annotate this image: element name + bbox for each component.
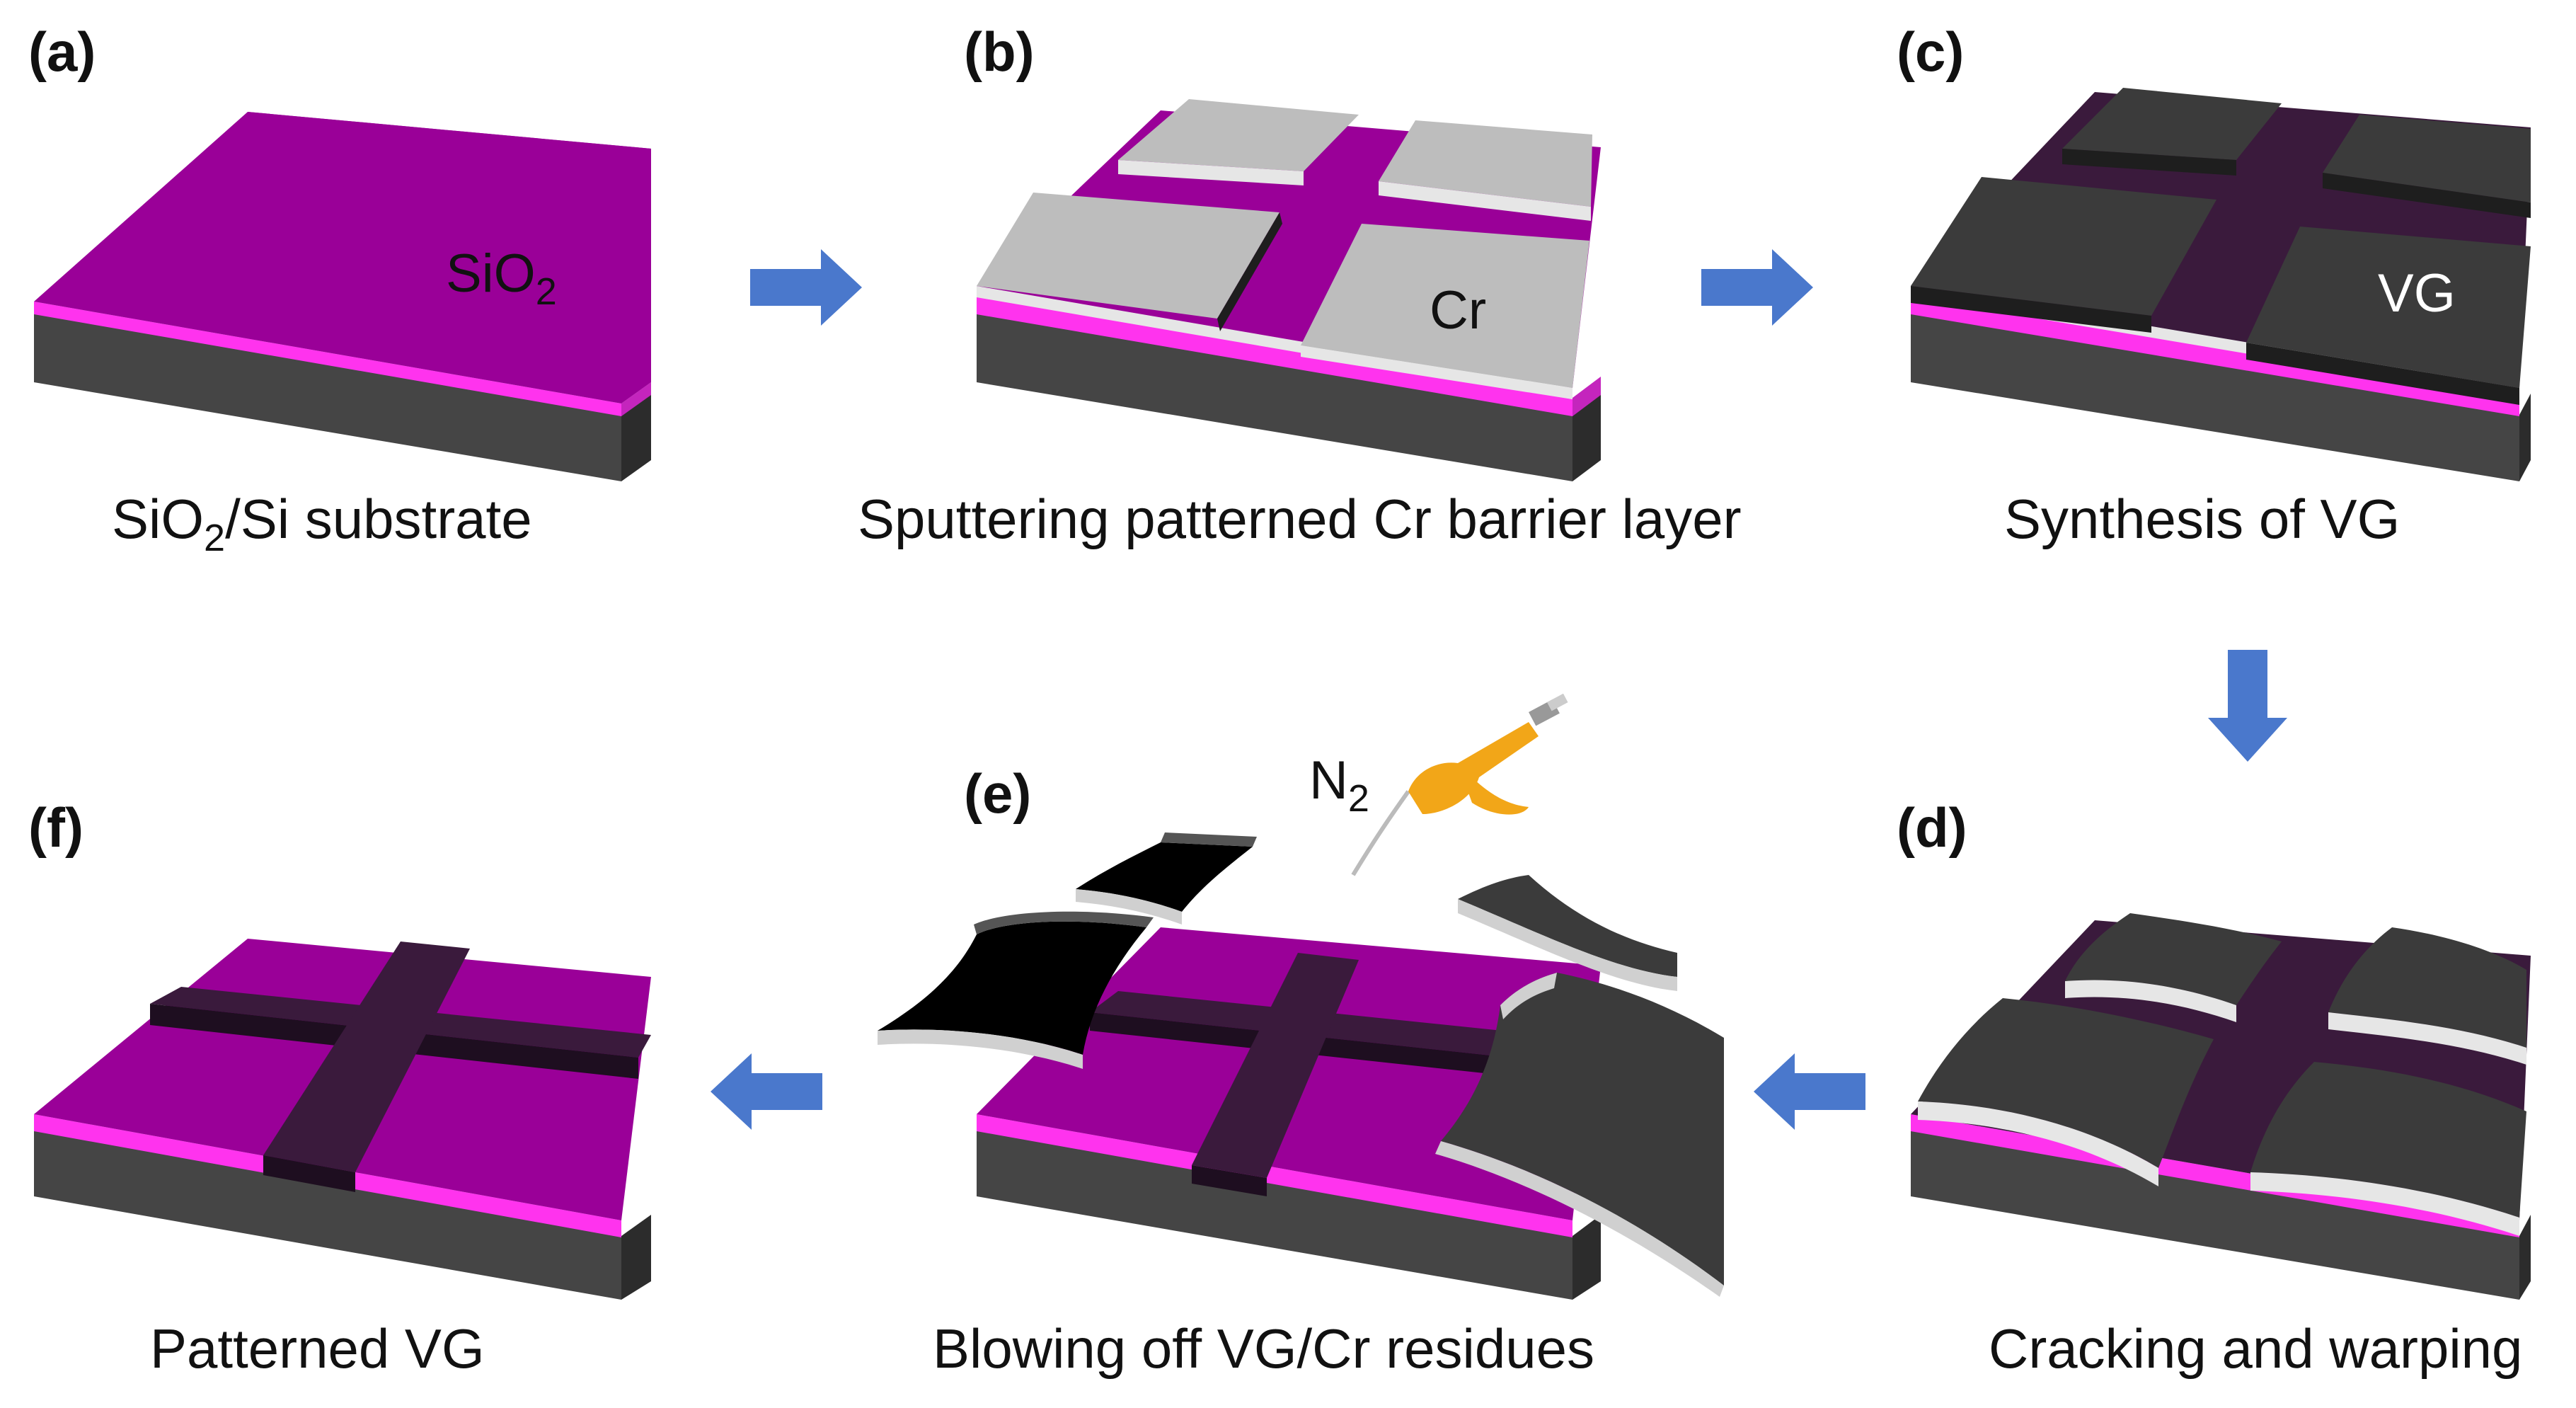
si-layer-front <box>977 1130 1572 1300</box>
flying-residue-left <box>878 921 1146 1055</box>
caption-f: Patterned VG <box>150 1317 485 1380</box>
gas-label-n2: N2 <box>1309 750 1369 820</box>
flying-residue-front-right <box>1441 973 1724 1286</box>
panel-a: SiO2 (a) SiO2/Si substrate <box>28 21 651 559</box>
panel-tag-f: (f) <box>28 796 84 859</box>
sio2-edge-side <box>621 382 651 416</box>
panel-tag-e: (e) <box>964 762 1031 825</box>
material-label-sio2: SiO2 <box>446 244 557 313</box>
vg-pad-front-left <box>1911 177 2216 316</box>
panel-c: VG (c) Synthesis of VG <box>1897 21 2531 550</box>
arrow-right-icon <box>1701 249 1813 326</box>
warped-vg-pad-back-right <box>2328 927 2526 1048</box>
panel-d: (d) Cracking and warping <box>1897 796 2531 1380</box>
caption-a: SiO2/Si substrate <box>112 488 532 559</box>
caption-d: Cracking and warping <box>1989 1317 2522 1380</box>
panel-f: (f) Patterned VG <box>28 796 651 1380</box>
sio2-edge-front <box>1911 296 2519 416</box>
patterned-vg-strip-vertical <box>1192 953 1359 1178</box>
panel-e: N2 (e) Blowing off VG/Cr residues <box>878 693 1724 1380</box>
si-layer-front <box>1911 313 2519 481</box>
si-layer-front <box>34 313 621 481</box>
si-layer-front <box>977 313 1572 481</box>
arrow-left-icon <box>711 1053 822 1130</box>
panel-tag-a: (a) <box>28 21 96 83</box>
air-blow-gun-icon <box>1351 693 1568 876</box>
material-label-vg: VG <box>2378 263 2456 324</box>
cr-pad-back-left <box>1118 99 1359 171</box>
arrow-right-icon <box>750 249 862 326</box>
panel-b: Cr (b) Sputtering patterned Cr barrier l… <box>858 21 1742 550</box>
warped-vg-pad-front-right <box>2250 1062 2526 1218</box>
cr-pad-front-left <box>977 193 1280 319</box>
caption-b: Sputtering patterned Cr barrier layer <box>858 488 1742 550</box>
cr-pad-back-right <box>1379 120 1592 207</box>
sio2-edge-front <box>34 302 621 416</box>
sio2-edge-front <box>977 1114 1572 1237</box>
si-layer-side <box>1572 394 1601 481</box>
patterned-vg-strip-vertical <box>263 941 470 1172</box>
vg-pad-front-right <box>2246 227 2531 388</box>
flying-residue-top-left <box>1076 842 1253 912</box>
panel-tag-d: (d) <box>1897 796 1967 859</box>
panel-tag-b: (b) <box>964 21 1035 83</box>
si-layer-front <box>1911 1130 2519 1300</box>
warped-vg-pad-front-left <box>1918 998 2214 1168</box>
panel-tag-c: (c) <box>1897 21 1964 83</box>
si-layer-side <box>621 394 651 481</box>
cr-pad-front-right <box>1301 224 1589 388</box>
caption-e: Blowing off VG/Cr residues <box>933 1317 1594 1380</box>
warped-vg-pad-back-left <box>2065 913 2282 1005</box>
flying-residue-top-right <box>1458 875 1677 977</box>
vg-pad-back-left <box>2062 88 2282 160</box>
vg-pad-back-right <box>2323 115 2531 202</box>
sio2-edge-front <box>977 296 1572 416</box>
arrow-down-icon <box>2208 650 2287 762</box>
caption-c: Synthesis of VG <box>2004 488 2400 550</box>
sio2-edge-front <box>1911 1114 2519 1237</box>
si-layer-front <box>34 1130 621 1300</box>
arrow-left-icon <box>1754 1053 1865 1130</box>
material-label-cr: Cr <box>1430 280 1486 340</box>
